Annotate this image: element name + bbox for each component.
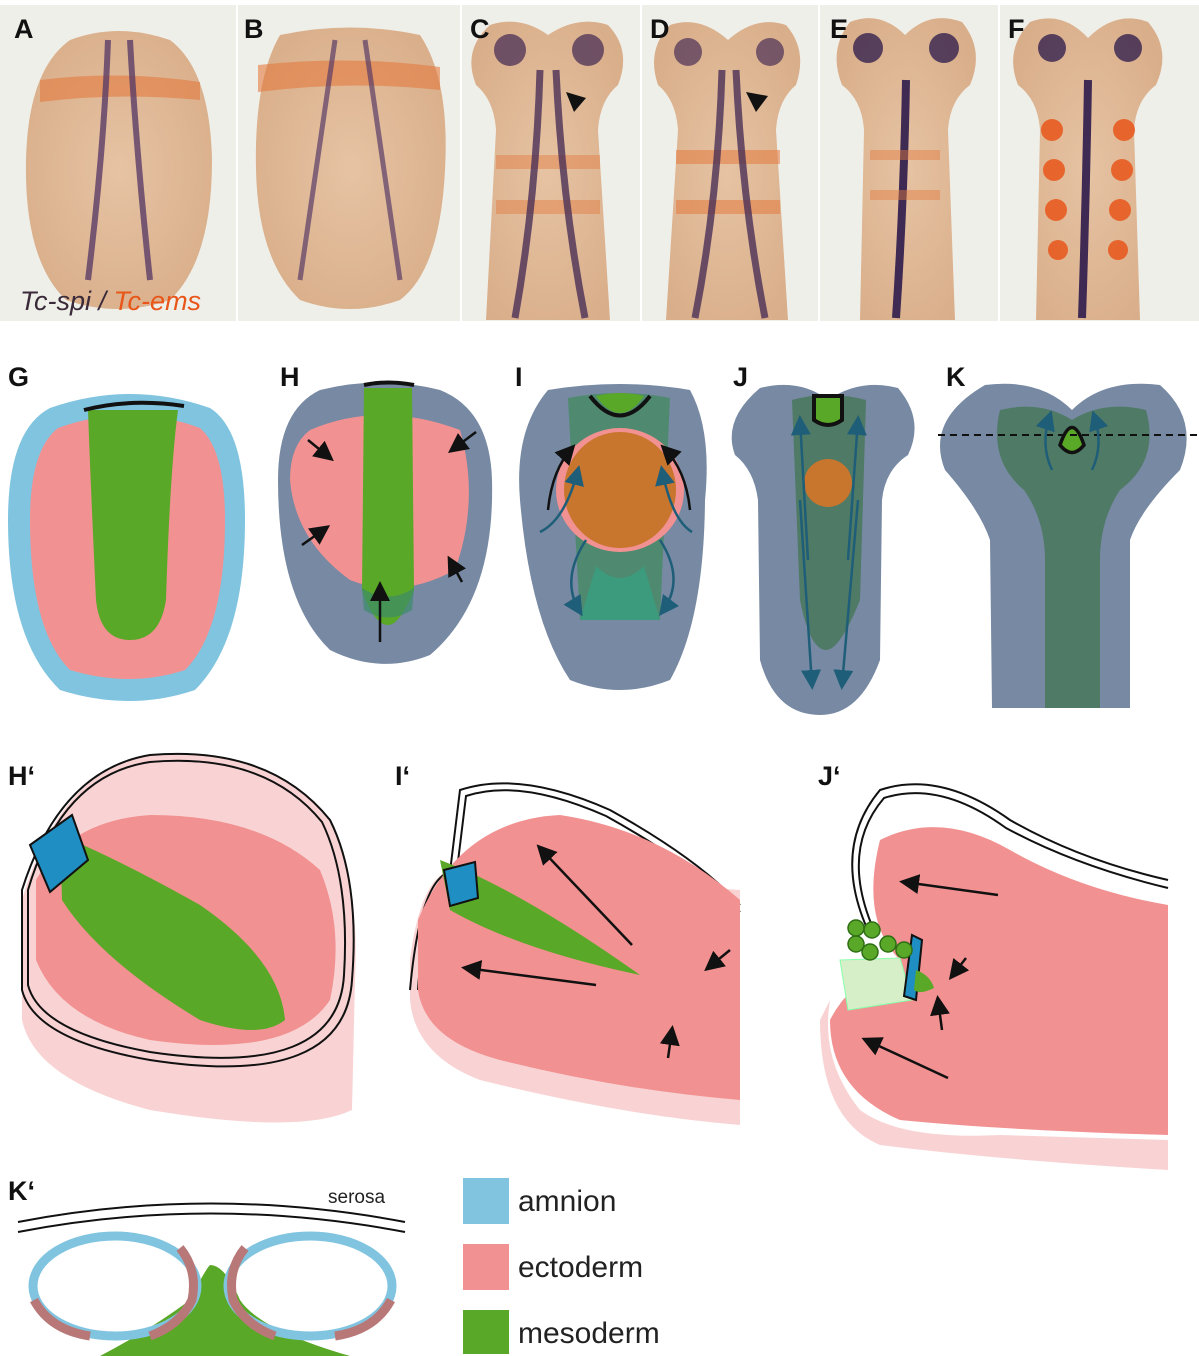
schematic-g: G	[8, 362, 245, 701]
panel-label-d: D	[650, 14, 670, 44]
panel-label-k-prime: K‘	[8, 1176, 35, 1206]
panel-label-i-prime: I‘	[395, 761, 410, 791]
photo-panel-e: E	[820, 5, 998, 321]
panel-label-c: C	[470, 14, 490, 44]
caption-separator: /	[91, 286, 114, 316]
photo-panel-b: B	[238, 5, 460, 321]
photo-panel-a: A Tc-spi / Tc-ems	[0, 5, 236, 321]
photo-panel-c: C	[462, 5, 640, 321]
photo-row: A Tc-spi / Tc-ems B C	[0, 5, 1199, 321]
panel-label-i: I	[515, 362, 523, 392]
schematic-i: I	[515, 362, 707, 690]
legend-item-mesoderm: mesoderm	[463, 1310, 660, 1354]
gene-ems-label: Tc-ems	[114, 286, 202, 316]
schematic-j-prime: J‘	[818, 761, 1168, 1170]
legend-label-mesoderm: mesoderm	[518, 1317, 660, 1350]
legend-item-amnion: amnion	[463, 1178, 616, 1224]
panel-label-j-prime: J‘	[818, 761, 841, 791]
legend-label-ectoderm: ectoderm	[518, 1251, 643, 1284]
legend-swatch-ectoderm	[463, 1244, 509, 1290]
schematic-h: H	[278, 362, 492, 664]
legend-swatch-amnion	[463, 1178, 509, 1224]
panel-label-h-prime: H‘	[8, 761, 35, 791]
panel-label-h: H	[280, 362, 300, 392]
panel-label-a: A	[14, 14, 34, 44]
legend-item-ectoderm: ectoderm	[463, 1244, 643, 1290]
schematic-k: K	[938, 362, 1199, 708]
legend-label-amnion: amnion	[518, 1185, 616, 1218]
legend-swatch-mesoderm	[463, 1310, 509, 1354]
panel-label-b: B	[244, 14, 264, 44]
panel-label-k: K	[946, 362, 966, 392]
schematic-i-prime: I‘	[395, 761, 740, 1125]
schematic-h-prime: H‘	[8, 754, 356, 1123]
legend: amnion ectoderm mesoderm	[463, 1178, 660, 1354]
panel-label-j: J	[733, 362, 748, 392]
panel-label-g: G	[8, 362, 29, 392]
schematic-k-prime: serosa K‘	[8, 1176, 405, 1356]
serosa-label: serosa	[328, 1187, 385, 1208]
photo-panel-f: F	[1000, 5, 1199, 321]
photo-panel-d: D	[642, 5, 818, 321]
stain-caption: Tc-spi / Tc-ems	[20, 286, 201, 316]
panel-label-e: E	[830, 14, 848, 44]
schematic-j: J	[732, 362, 915, 715]
panel-label-f: F	[1008, 14, 1025, 44]
gene-spi-label: Tc-spi	[20, 286, 92, 316]
